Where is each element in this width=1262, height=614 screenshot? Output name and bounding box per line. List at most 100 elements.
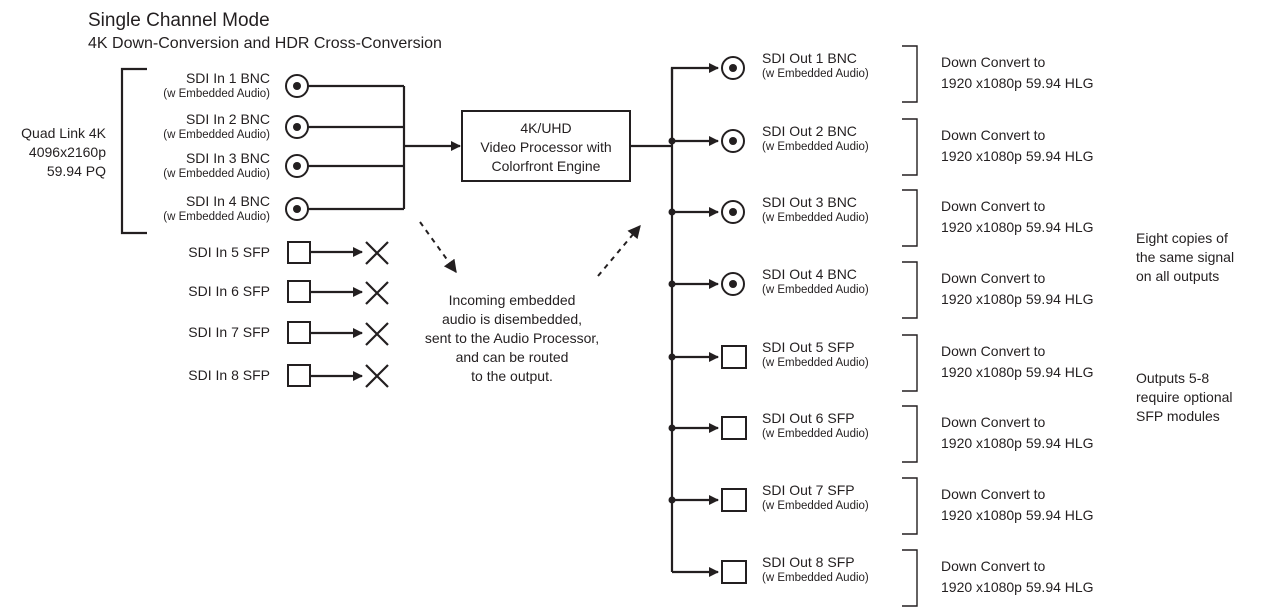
quad-link-line-3: 59.94 PQ bbox=[47, 163, 106, 179]
output-bus bbox=[630, 68, 674, 572]
input-label: SDI In 4 BNC bbox=[186, 193, 270, 209]
sfp-input-6: SDI In 6 SFP bbox=[188, 280, 389, 305]
bnc-connector-icon bbox=[285, 115, 309, 139]
input-label: SDI In 1 BNC bbox=[186, 70, 270, 86]
bnc-input-2: SDI In 2 BNC (w Embedded Audio) bbox=[163, 111, 309, 141]
input-note: (w Embedded Audio) bbox=[163, 88, 270, 100]
audio-note: Incoming embedded audio is disembedded, … bbox=[425, 292, 599, 384]
output-bracket bbox=[902, 189, 918, 247]
quad-link-line-2: 4096x2160p bbox=[29, 144, 106, 160]
output-label: SDI Out 7 SFP bbox=[762, 482, 855, 498]
output-note: (w Embedded Audio) bbox=[762, 68, 869, 80]
output-bracket bbox=[902, 549, 918, 607]
output-label: SDI Out 4 BNC bbox=[762, 266, 857, 282]
audio-note-line-5: to the output. bbox=[471, 368, 553, 384]
conversion-line-2: 1920 x1080p 59.94 HLG bbox=[941, 291, 1094, 307]
output-note: (w Embedded Audio) bbox=[762, 212, 869, 224]
bnc-connector-icon bbox=[721, 200, 745, 224]
sfp-port-icon bbox=[287, 364, 311, 387]
x-mark-icon bbox=[365, 241, 389, 265]
optional-note-line-2: require optional bbox=[1136, 389, 1233, 405]
input-label: SDI In 3 BNC bbox=[186, 150, 270, 166]
processor-line-3: Colorfront Engine bbox=[492, 158, 601, 174]
output-row-2: SDI Out 2 BNC (w Embedded Audio) Down Conv… bbox=[668, 118, 1094, 176]
sfp-port-icon bbox=[287, 280, 311, 303]
output-label: SDI Out 8 SFP bbox=[762, 554, 855, 570]
output-label: SDI Out 6 SFP bbox=[762, 410, 855, 426]
bnc-connector-icon bbox=[721, 272, 745, 296]
bnc-connector-icon bbox=[285, 197, 309, 221]
audio-note-line-2: audio is disembedded, bbox=[442, 311, 582, 327]
sfp-port-icon bbox=[721, 488, 747, 512]
sfp-port-icon bbox=[721, 560, 747, 584]
output-note: (w Embedded Audio) bbox=[762, 357, 869, 369]
output-bracket bbox=[902, 118, 918, 176]
x-mark-icon bbox=[365, 364, 389, 388]
bnc-input-3: SDI In 3 BNC (w Embedded Audio) bbox=[163, 150, 309, 180]
conversion-line-1: Down Convert to bbox=[941, 198, 1045, 214]
copies-note: Eight copies of the same signal on all o… bbox=[1136, 230, 1234, 284]
input-label: SDI In 7 SFP bbox=[188, 324, 270, 340]
output-label: SDI Out 3 BNC bbox=[762, 194, 857, 210]
diagram-subtitle: 4K Down-Conversion and HDR Cross-Convers… bbox=[88, 35, 442, 52]
output-arrow bbox=[670, 63, 719, 80]
audio-note-line-4: and can be routed bbox=[456, 349, 569, 365]
input-bus-lines bbox=[308, 84, 461, 211]
diagram-title: Single Channel Mode bbox=[88, 10, 270, 31]
optional-note: Outputs 5-8 require optional SFP modules bbox=[1136, 370, 1233, 424]
input-note: (w Embedded Audio) bbox=[163, 129, 270, 141]
x-mark-icon bbox=[365, 322, 389, 346]
output-bracket bbox=[902, 261, 918, 319]
conversion-line-1: Down Convert to bbox=[941, 54, 1045, 70]
conversion-line-1: Down Convert to bbox=[941, 486, 1045, 502]
output-label: SDI Out 1 BNC bbox=[762, 50, 857, 66]
copies-note-line-1: Eight copies of bbox=[1136, 230, 1228, 246]
output-row-4: SDI Out 4 BNC(w Embedded Audio)Down Conv… bbox=[668, 261, 1094, 319]
sfp-input-8: SDI In 8 SFP bbox=[188, 364, 389, 388]
conversion-line-2: 1920 x1080p 59.94 HLG bbox=[941, 579, 1094, 595]
input-label: SDI In 5 SFP bbox=[188, 244, 270, 260]
x-mark-icon bbox=[365, 281, 389, 305]
output-label: SDI Out 5 SFP bbox=[762, 339, 855, 355]
audio-in-dashed-arrow bbox=[419, 221, 457, 274]
sfp-port-icon bbox=[721, 416, 747, 440]
quad-link-line-1: Quad Link 4K bbox=[21, 125, 106, 141]
output-row-8: SDI Out 8 SFP (w Embedded Audio) Down Conv… bbox=[672, 549, 1094, 607]
output-bracket bbox=[902, 45, 918, 103]
conversion-line-2: 1920 x1080p 59.94 HLG bbox=[941, 75, 1094, 91]
output-note: (w Embedded Audio) bbox=[762, 572, 869, 584]
conversion-line-1: Down Convert to bbox=[941, 343, 1045, 359]
processor-line-2: Video Processor with bbox=[480, 139, 611, 155]
bnc-connector-icon bbox=[285, 154, 309, 178]
output-note: (w Embedded Audio) bbox=[762, 284, 869, 296]
output-note: (w Embedded Audio) bbox=[762, 428, 869, 440]
output-bracket bbox=[902, 334, 918, 392]
bnc-connector-icon bbox=[721, 56, 745, 80]
conversion-line-2: 1920 x1080p 59.94 HLG bbox=[941, 219, 1094, 235]
output-label: SDI Out 2 BNC bbox=[762, 123, 857, 139]
audio-out-dashed-arrow bbox=[597, 225, 641, 277]
output-bracket bbox=[902, 405, 918, 463]
sfp-port-icon bbox=[287, 241, 311, 264]
output-row-7: SDI Out 7 SFP(w Embedded Audio)Down Conv… bbox=[668, 477, 1094, 535]
input-label: SDI In 2 BNC bbox=[186, 111, 270, 127]
conversion-line-1: Down Convert to bbox=[941, 127, 1045, 143]
copies-note-line-3: on all outputs bbox=[1136, 268, 1219, 284]
optional-note-line-1: Outputs 5-8 bbox=[1136, 370, 1209, 386]
input-note: (w Embedded Audio) bbox=[163, 211, 270, 223]
sfp-input-5: SDI In 5 SFP bbox=[188, 241, 389, 265]
conversion-line-2: 1920 x1080p 59.94 HLG bbox=[941, 435, 1094, 451]
output-row-3: SDI Out 3 BNC (w Embedded Audio) Down Conv… bbox=[668, 189, 1094, 247]
conversion-line-1: Down Convert to bbox=[941, 558, 1045, 574]
audio-note-line-3: sent to the Audio Processor, bbox=[425, 330, 599, 346]
output-row-1: SDI Out 1 BNC (w Embedded Audio) Down Conv… bbox=[670, 45, 1094, 103]
processor-line-1: 4K/UHD bbox=[520, 120, 571, 136]
output-row-5: SDI Out 5 SFP (w Embedded Audio) Down Conv… bbox=[668, 334, 1094, 392]
sfp-input-7: SDI In 7 SFP bbox=[188, 321, 389, 346]
input-note: (w Embedded Audio) bbox=[163, 168, 270, 180]
audio-note-line-1: Incoming embedded bbox=[449, 292, 576, 308]
input-label: SDI In 6 SFP bbox=[188, 283, 270, 299]
output-note: (w Embedded Audio) bbox=[762, 141, 869, 153]
quad-link-bracket bbox=[120, 67, 147, 235]
